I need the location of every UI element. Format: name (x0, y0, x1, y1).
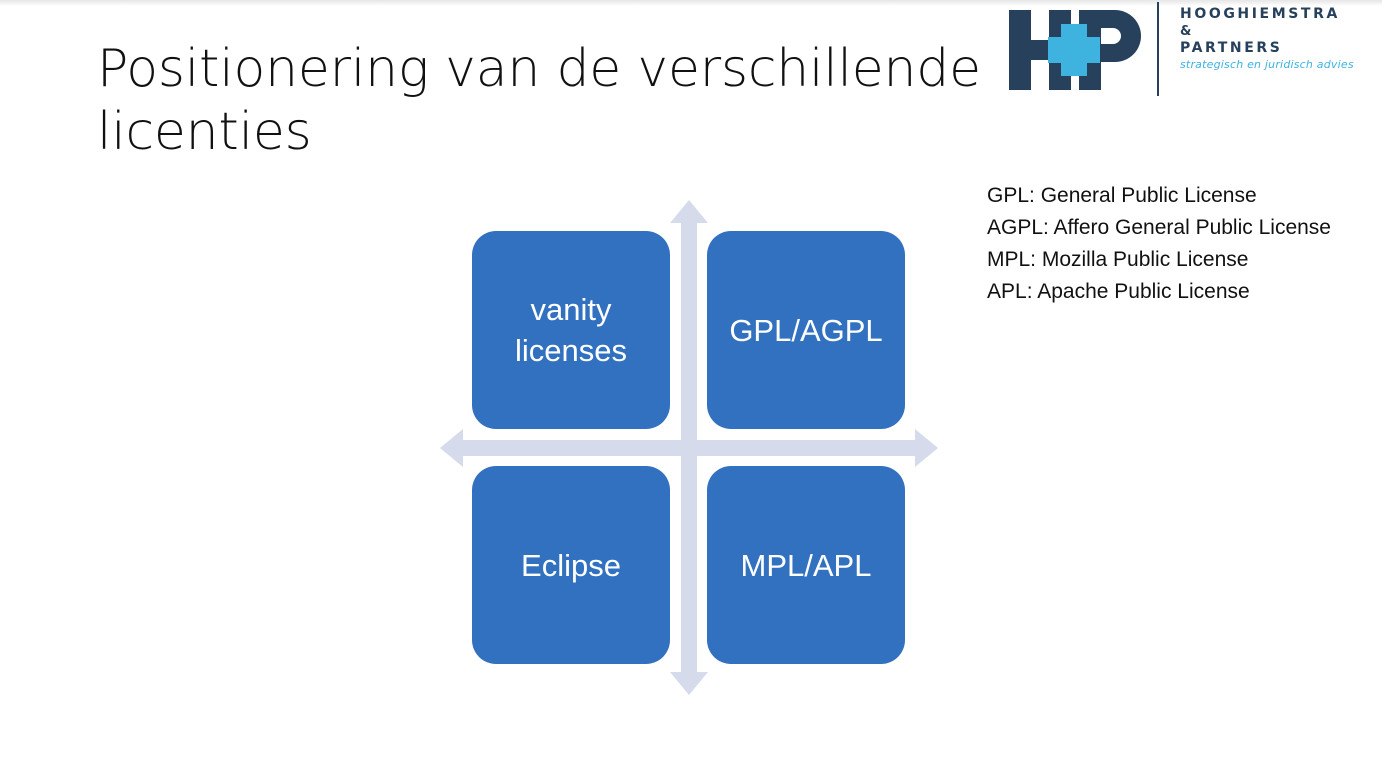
axis-arrow-left-icon (440, 429, 463, 467)
legend-item-apl: APL: Apache Public License (987, 280, 1250, 303)
license-abbreviation-legend: GPL: General Public License AGPL: Affero… (987, 180, 1377, 308)
logo-partners: PARTNERS (1180, 40, 1283, 56)
slide-title: Positionering van de verschillende licen… (97, 38, 997, 164)
slide-title-line-1: Positionering van de verschillende (97, 39, 981, 99)
axis-arrow-right-icon (915, 429, 938, 467)
logo-tagline: strategisch en juridisch advies (1180, 58, 1354, 71)
quadrant-top-right: GPL/AGPL (707, 231, 905, 429)
legend-item-gpl: GPL: General Public License (987, 184, 1257, 207)
quadrant-bottom-right: MPL/APL (707, 466, 905, 664)
hp-logo-mark-icon (1009, 10, 1141, 90)
license-quadrant-diagram: vanity licenses GPL/AGPL Eclipse MPL/APL (438, 196, 940, 699)
axis-arrow-down-icon (670, 672, 708, 695)
company-logo: HOOGHIEMSTRA & PARTNERS strategisch en j… (1009, 0, 1382, 100)
axis-arrow-up-icon (670, 200, 708, 223)
logo-wordmark: HOOGHIEMSTRA & PARTNERS strategisch en j… (1180, 6, 1380, 73)
quadrant-bottom-left: Eclipse (472, 466, 670, 664)
logo-ampersand: & (1180, 24, 1192, 39)
slide-title-line-2: licenties (97, 102, 312, 162)
quadrant-top-left-label: vanity licenses (515, 292, 627, 368)
logo-divider (1157, 2, 1159, 96)
diagram-axes (440, 200, 938, 695)
legend-item-agpl: AGPL: Affero General Public License (987, 216, 1331, 239)
quadrant-bottom-right-label: MPL/APL (740, 547, 872, 583)
quadrant-top-right-label: GPL/AGPL (729, 312, 883, 348)
quadrant-bottom-left-label: Eclipse (521, 547, 621, 583)
slide-top-edge (0, 0, 1382, 6)
logo-name: HOOGHIEMSTRA (1180, 6, 1340, 22)
legend-item-mpl: MPL: Mozilla Public License (987, 248, 1249, 271)
quadrant-top-left: vanity licenses (472, 231, 670, 429)
horizontal-axis-bar (460, 440, 918, 456)
